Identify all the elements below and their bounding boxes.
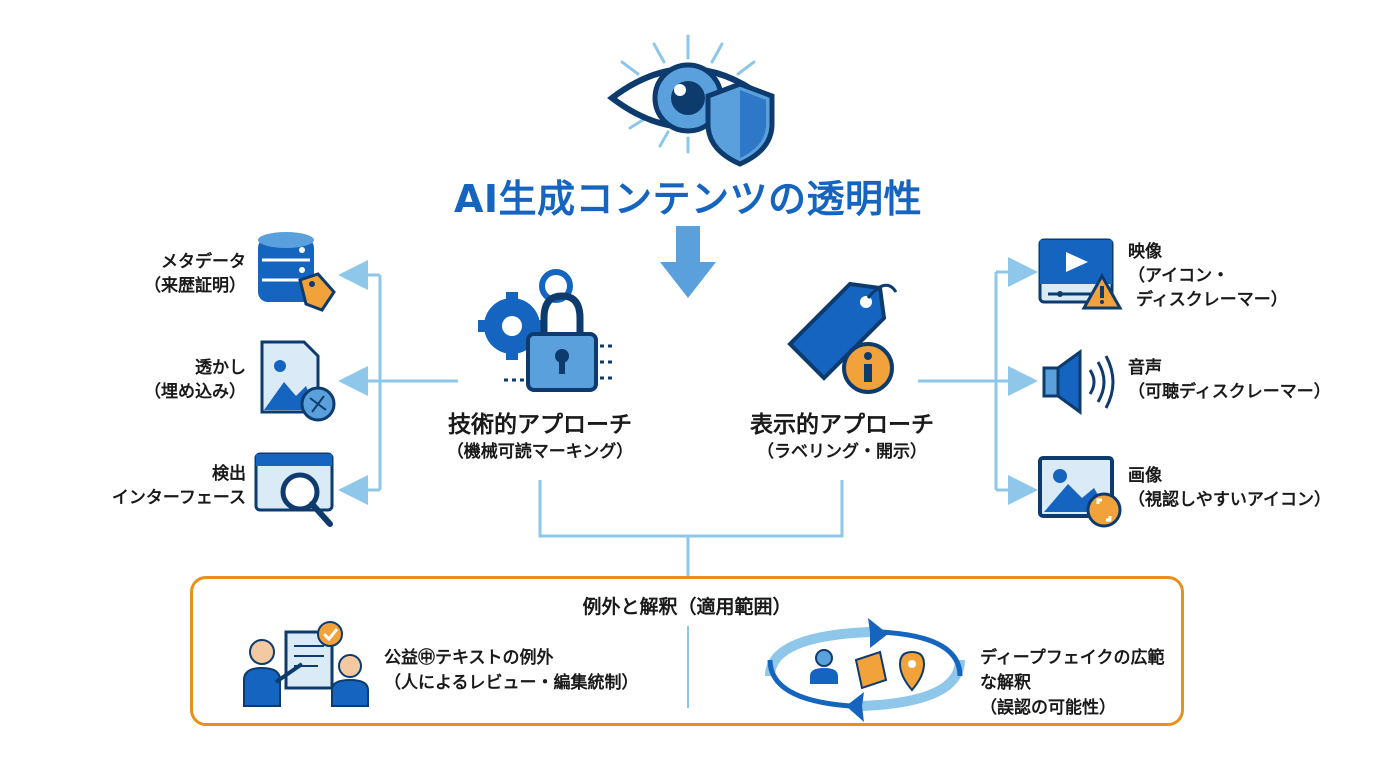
display-approach-subtitle: （ラベリング・開示） bbox=[757, 442, 927, 462]
right-item-video-line3: ディスクレーマー） bbox=[1136, 290, 1288, 310]
speaker-icon bbox=[1042, 349, 1115, 415]
video-warning-icon bbox=[1038, 238, 1123, 310]
technical-approach-title: 技術的アプローチ bbox=[448, 412, 632, 438]
gear-lock-icon bbox=[478, 269, 614, 392]
right-item-audio: 音声 （可聴ディスクレーマー） bbox=[1128, 356, 1368, 404]
technical-approach-subtitle: （機械可読マーキング） bbox=[446, 442, 634, 462]
left-item-metadata-line2: （来歴証明） bbox=[144, 276, 246, 296]
right-item-video-line1: 映像 bbox=[1128, 242, 1162, 262]
image-watermark-icon bbox=[260, 340, 336, 422]
display-approach-title: 表示的アプローチ bbox=[750, 412, 934, 438]
right-item-image: 画像 （視認しやすいアイコン） bbox=[1128, 464, 1368, 512]
right-item-video: 映像 （アイコン・ ディスクレーマー） bbox=[1128, 240, 1368, 312]
right-item-image-line1: 画像 bbox=[1128, 466, 1162, 486]
exception-deepfake-line1: ディープフェイクの広範な解釈 bbox=[980, 648, 1165, 693]
exception-deepfake: ディープフェイクの広範な解釈 （誤認の可能性） bbox=[980, 646, 1176, 721]
right-item-image-line2: （視認しやすいアイコン） bbox=[1128, 490, 1331, 510]
left-item-metadata-line1: メタデータ bbox=[161, 252, 246, 272]
left-connectors bbox=[338, 260, 458, 505]
exception-public-interest-line1: 公益㊥テキストの例外 bbox=[384, 648, 554, 668]
exception-public-interest: 公益㊥テキストの例外 （人によるレビュー・編集統制） bbox=[384, 646, 684, 696]
technical-approach: 技術的アプローチ （機械可読マーキング） bbox=[420, 410, 660, 464]
left-item-watermark-line1: 透かし bbox=[195, 358, 246, 378]
right-item-audio-line2: （可聴ディスクレーマー） bbox=[1128, 382, 1331, 402]
database-tag-icon bbox=[258, 232, 336, 312]
people-review-icon bbox=[243, 621, 369, 707]
right-item-video-line2: （アイコン・ bbox=[1128, 266, 1230, 286]
exception-deepfake-line2: （誤認の可能性） bbox=[980, 698, 1116, 718]
exceptions-box bbox=[190, 576, 1184, 726]
tag-info-icon bbox=[787, 281, 898, 394]
page-title: AI生成コンテンツの透明性 bbox=[453, 177, 923, 221]
down-arrow bbox=[660, 226, 716, 298]
eye-shield-icon bbox=[607, 34, 775, 167]
right-connectors bbox=[918, 257, 1038, 505]
search-window-icon bbox=[254, 452, 334, 527]
merge-connector bbox=[538, 480, 844, 578]
left-item-metadata: メタデータ （来歴証明） bbox=[110, 250, 246, 298]
right-item-audio-line1: 音声 bbox=[1128, 358, 1162, 378]
image-expand-icon bbox=[1038, 456, 1122, 528]
left-item-watermark-line2: （埋め込み） bbox=[144, 382, 246, 402]
cycle-person-location-icon bbox=[765, 618, 965, 722]
exceptions-title: 例外と解釈（適用範囲） bbox=[582, 596, 792, 618]
exception-public-interest-line2: （人によるレビュー・編集統制） bbox=[384, 673, 639, 693]
left-item-detection: 検出 インターフェース bbox=[70, 462, 246, 510]
left-item-watermark: 透かし （埋め込み） bbox=[110, 356, 246, 404]
left-item-detection-line1: 検出 bbox=[212, 464, 246, 484]
left-item-detection-line2: インターフェース bbox=[111, 488, 246, 508]
display-approach: 表示的アプローチ （ラベリング・開示） bbox=[722, 410, 962, 464]
